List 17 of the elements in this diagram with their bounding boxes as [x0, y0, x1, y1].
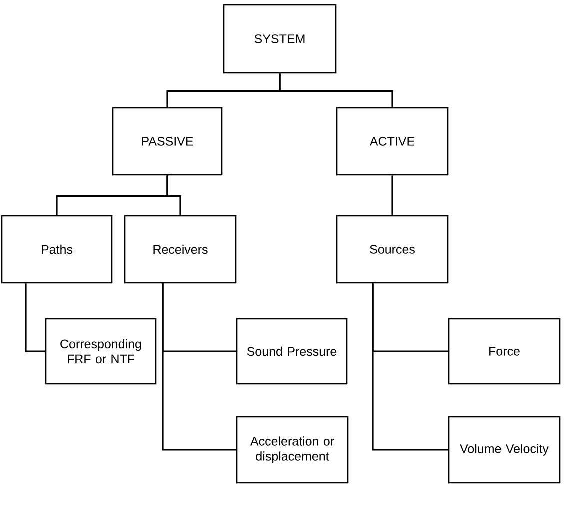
- connector-line: [279, 74, 394, 108]
- category-box: PASSIVE: [112, 107, 223, 176]
- category-box: Receivers: [124, 215, 237, 284]
- connector-line: [372, 284, 448, 451]
- connector-line: [162, 284, 236, 451]
- category-box: Paths: [1, 215, 113, 284]
- category-box: Volume Velocity: [448, 416, 561, 484]
- connector-line: [166, 176, 182, 216]
- category-box: Sources: [336, 215, 449, 284]
- category-box: Acceleration or displacement: [236, 416, 349, 484]
- category-box: Sound Pressure: [236, 318, 348, 385]
- category-box: Corresponding FRF or NTF: [45, 318, 157, 385]
- category-box: SYSTEM: [223, 4, 337, 74]
- connector-line: [25, 284, 46, 352]
- connector-line: [392, 176, 394, 216]
- category-box: Force: [448, 318, 561, 385]
- category-box: ACTIVE: [336, 107, 449, 176]
